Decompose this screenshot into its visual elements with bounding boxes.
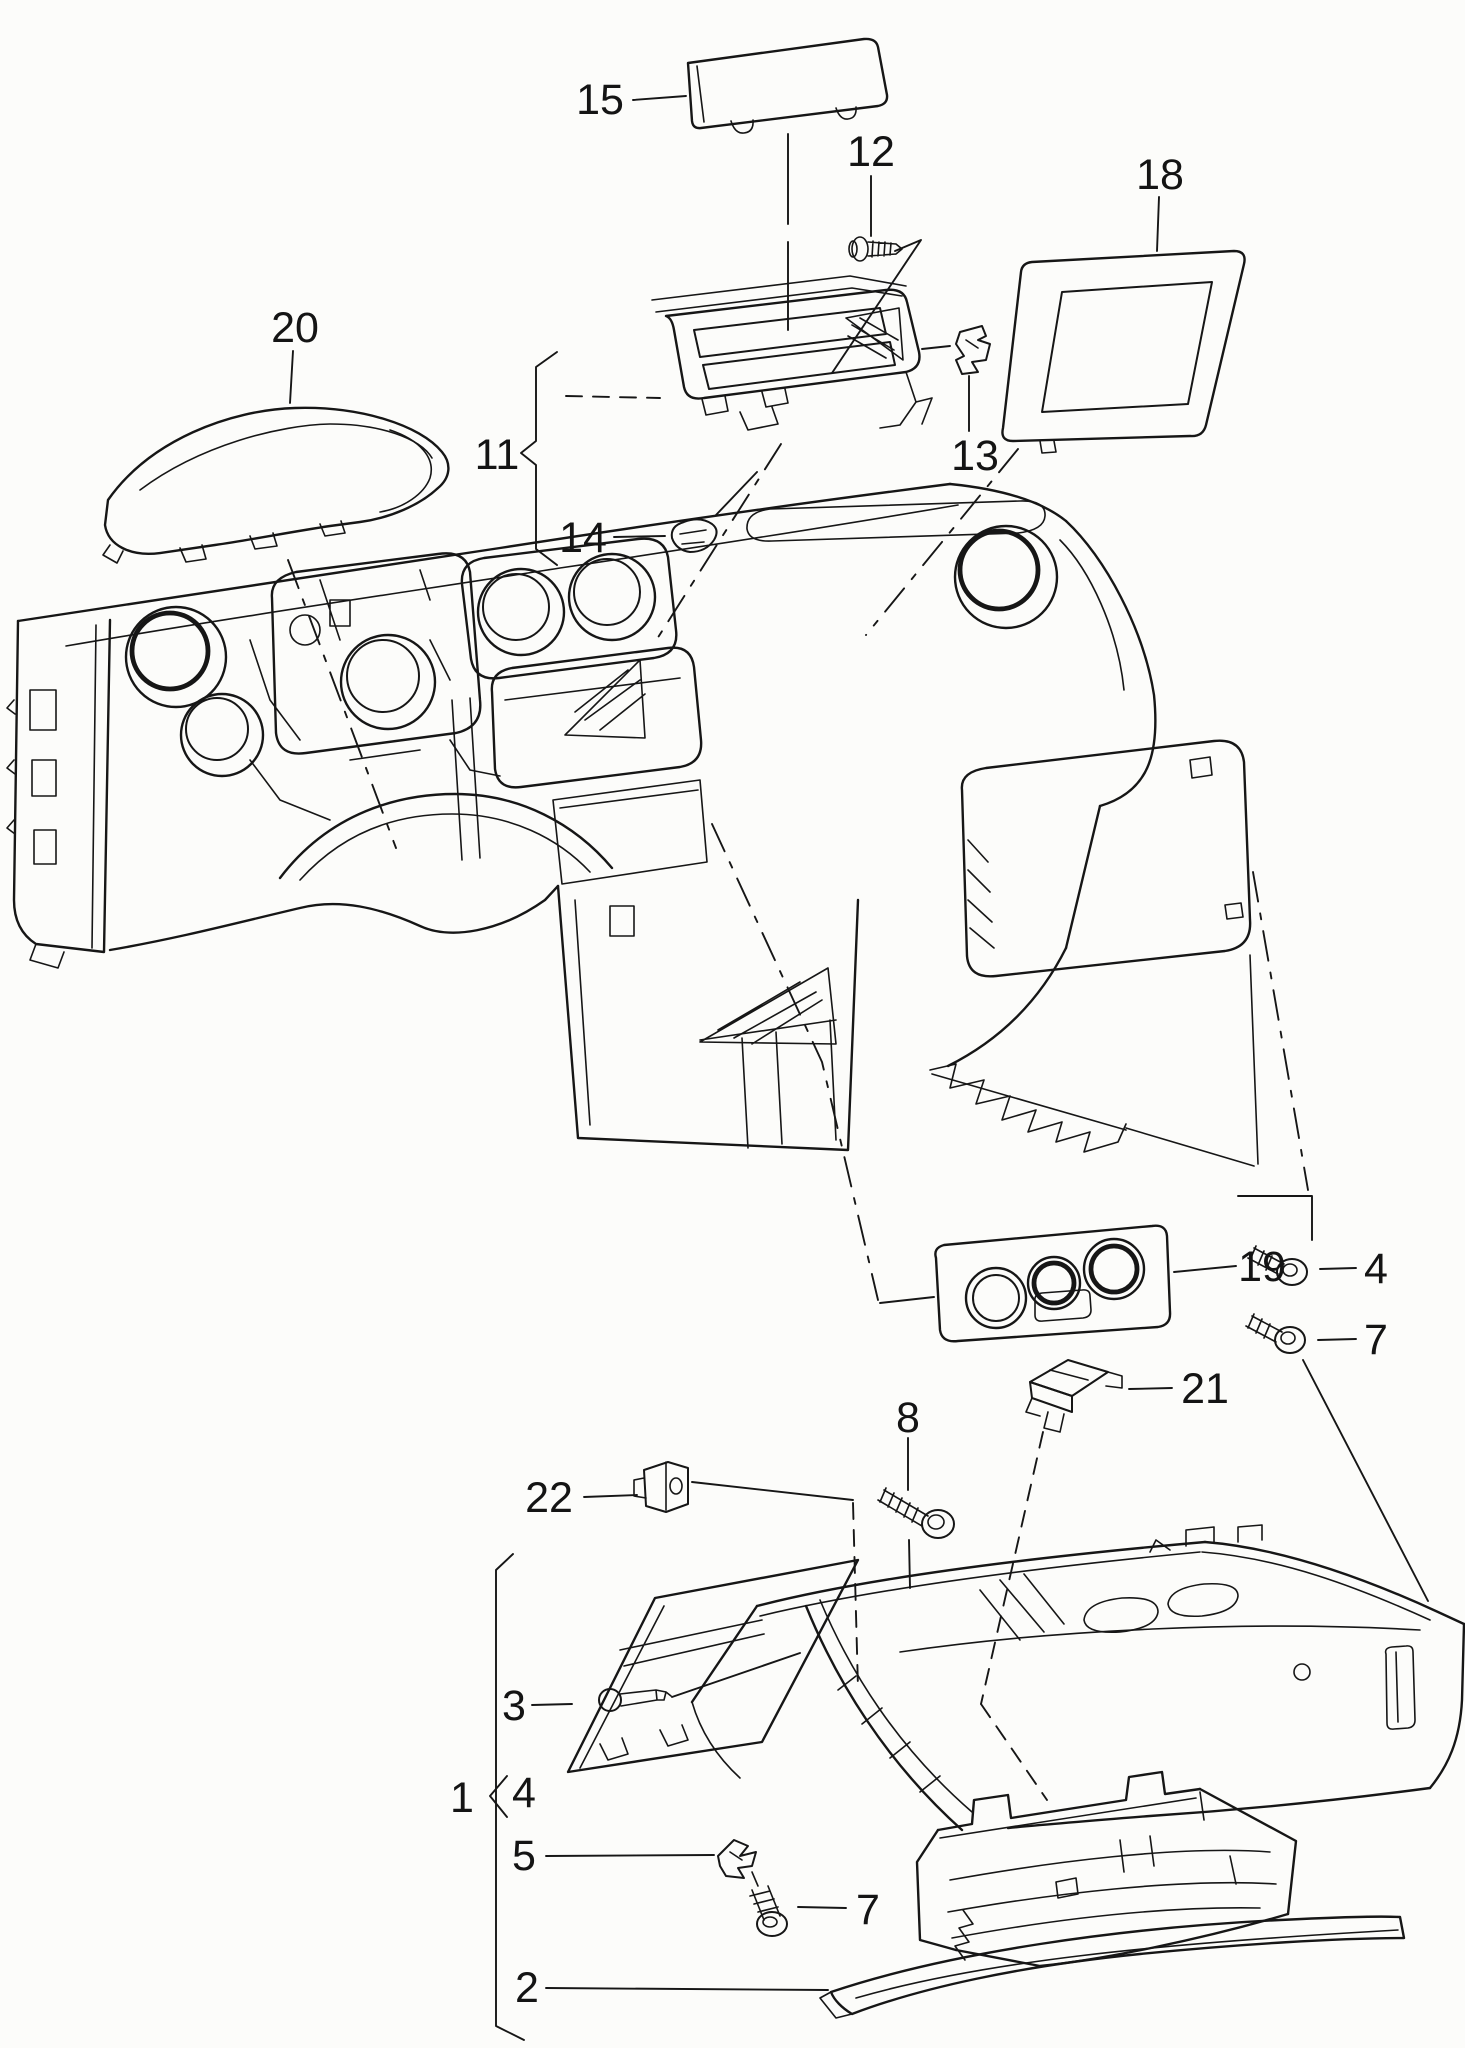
leader-7-lower [797,1906,847,1909]
callout-8: 8 [896,1394,920,1442]
part-bolt-3 [598,1688,672,1712]
part-screw-8 [877,1487,955,1539]
callout-20: 20 [271,304,319,352]
leader-tray-axis [656,443,782,640]
part-clip-14 [670,518,718,553]
callout-12: 12 [847,128,895,176]
glove-box-tray [915,1770,1298,1968]
leader-19-left [879,1296,935,1304]
leader-14 [613,535,666,538]
part-clip-5 [717,1839,759,1887]
callout-4-group: 4 [512,1769,536,1817]
callout-7-right: 7 [1364,1316,1388,1364]
part-clip-22 [633,1461,689,1513]
leader-19-axis [711,823,879,1301]
leader-3-pointer [671,1652,801,1698]
part-clip-13 [955,325,991,375]
glove-box-housing [690,1524,1465,1832]
leader-21-axis [980,1431,1044,1705]
part-lid-strip [819,1915,1406,2019]
leader-18 [1156,196,1160,252]
part-switch-21 [1025,1359,1123,1433]
part-screw-7-lower [749,1885,788,1937]
leader-22-pointer [691,1481,854,1501]
glove-box-door [566,1558,860,1774]
callout-2: 2 [515,1964,539,2012]
callout-22: 22 [525,1474,573,1522]
brace-1 [489,1775,508,1818]
leader-19 [1173,1265,1237,1273]
callout-19: 19 [1238,1243,1286,1291]
callout-11: 11 [475,431,520,479]
callout-18: 18 [1136,151,1184,199]
leader-13a [921,345,951,350]
callout-21: 21 [1181,1365,1229,1413]
leader-2 [545,1987,829,1991]
part-screw-4-right [1247,1245,1308,1286]
callout-4-right: 4 [1364,1245,1388,1293]
callout-7-lower: 7 [856,1886,880,1934]
leader-18-axis [865,448,1019,636]
leader-22 [583,1494,638,1498]
callout-14: 14 [559,514,607,562]
leader-4-right [1319,1267,1357,1270]
brace-11 [520,351,558,566]
leader-20 [289,350,294,404]
leader-3 [531,1703,573,1706]
bracket-group-1 [495,1553,525,2041]
leader-21-axis-2 [980,1703,1048,1801]
callout-1: 1 [450,1774,474,1822]
leader-7-pointer [1302,1359,1429,1602]
bracket-4-7 [1237,1195,1313,1241]
callout-3: 3 [502,1682,526,1730]
leader-15 [632,95,687,101]
part-trim-bezel [1001,249,1246,454]
callout-15: 15 [576,76,624,124]
part-screw-7-right [1245,1313,1306,1354]
leader-11 [565,395,661,399]
callout-5: 5 [512,1832,536,1880]
leader-20-axis [287,559,397,849]
leader-5 [545,1854,715,1857]
part-climate-panel [934,1224,1172,1343]
callout-13: 13 [951,432,999,480]
part-cover-lid [686,37,889,134]
part-tray-assembly [651,275,933,431]
leader-14-pointer [715,471,758,516]
leader-right-axis [1252,871,1309,1191]
leader-7-right [1317,1338,1357,1341]
leader-21 [1128,1387,1173,1390]
dashboard-body [6,482,1259,1167]
part-cluster-hood [102,406,450,564]
part-screw-12 [848,236,903,262]
leader-8b [908,1539,911,1589]
